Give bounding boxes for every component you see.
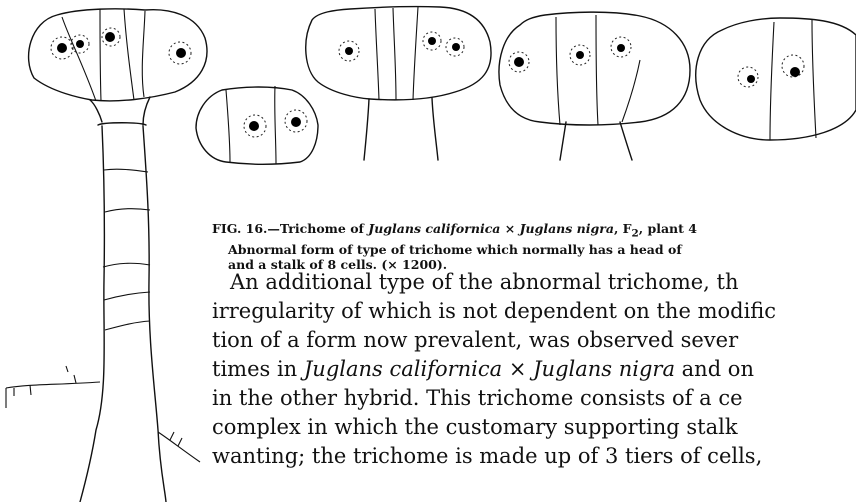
trichome-3-head (306, 7, 491, 160)
caption-subscript: 2 (632, 228, 639, 240)
caption-text: , plant 4 (639, 221, 697, 236)
caption-line-2: Abnormal form of type of trichome which … (212, 242, 856, 257)
trichome-5-head (696, 18, 856, 140)
trichome-1-stalk (6, 123, 200, 502)
trichome-2-head (196, 86, 318, 164)
body-line-1: An additional type of the abnormal trich… (212, 268, 856, 297)
body-species-2: Juglans nigra (533, 357, 675, 381)
body-line-4: times in Juglans californica × Juglans n… (212, 355, 856, 384)
trichome-1-head (29, 9, 207, 125)
body-line-6: complex in which the customary supportin… (212, 413, 856, 442)
body-species-1: Juglans californica (304, 357, 502, 381)
caption-line-1: FIG. 16.—Trichome of Juglans californica… (212, 221, 856, 242)
body-times: × (502, 357, 533, 381)
body-line-5: in the other hybrid. This trichome consi… (212, 384, 856, 413)
caption-species-1: Juglans californica (368, 221, 500, 236)
caption-text: —Trichome of (267, 221, 368, 236)
body-line-3: tion of a form now prevalent, was observ… (212, 326, 856, 355)
trichome-4-head (499, 12, 690, 160)
body-paragraph: An additional type of the abnormal trich… (212, 268, 856, 471)
caption-times: × (500, 221, 519, 236)
fig-label: FIG. 16. (212, 221, 267, 236)
body-text: times in (212, 357, 304, 381)
body-text: and on (675, 357, 754, 381)
body-line-2: irregularity of which is not dependent o… (212, 297, 856, 326)
figure-caption: FIG. 16.—Trichome of Juglans californica… (212, 221, 856, 272)
body-line-7: wanting; the trichome is made up of 3 ti… (212, 442, 856, 471)
caption-text: , F (614, 221, 632, 236)
caption-species-2: Juglans nigra (520, 221, 614, 236)
